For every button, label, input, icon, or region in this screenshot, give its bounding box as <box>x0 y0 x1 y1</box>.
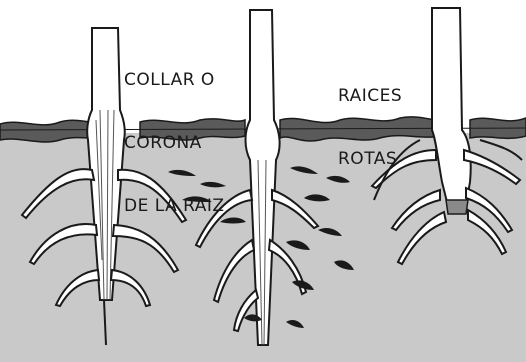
label-root-collar-line-1: COLLAR O <box>124 70 225 91</box>
label-root-collar: COLLAR O CORONA DE LA RAIZ <box>124 28 225 259</box>
label-root-collar-line-2: CORONA <box>124 133 225 154</box>
tree-broken-cut-end <box>446 200 468 214</box>
label-broken-roots-line-1: RAICES <box>338 86 402 107</box>
label-broken-roots-line-2: ROTAS <box>338 149 402 170</box>
label-root-collar-line-3: DE LA RAIZ <box>124 196 225 217</box>
label-broken-roots: RAICES ROTAS <box>338 44 402 212</box>
